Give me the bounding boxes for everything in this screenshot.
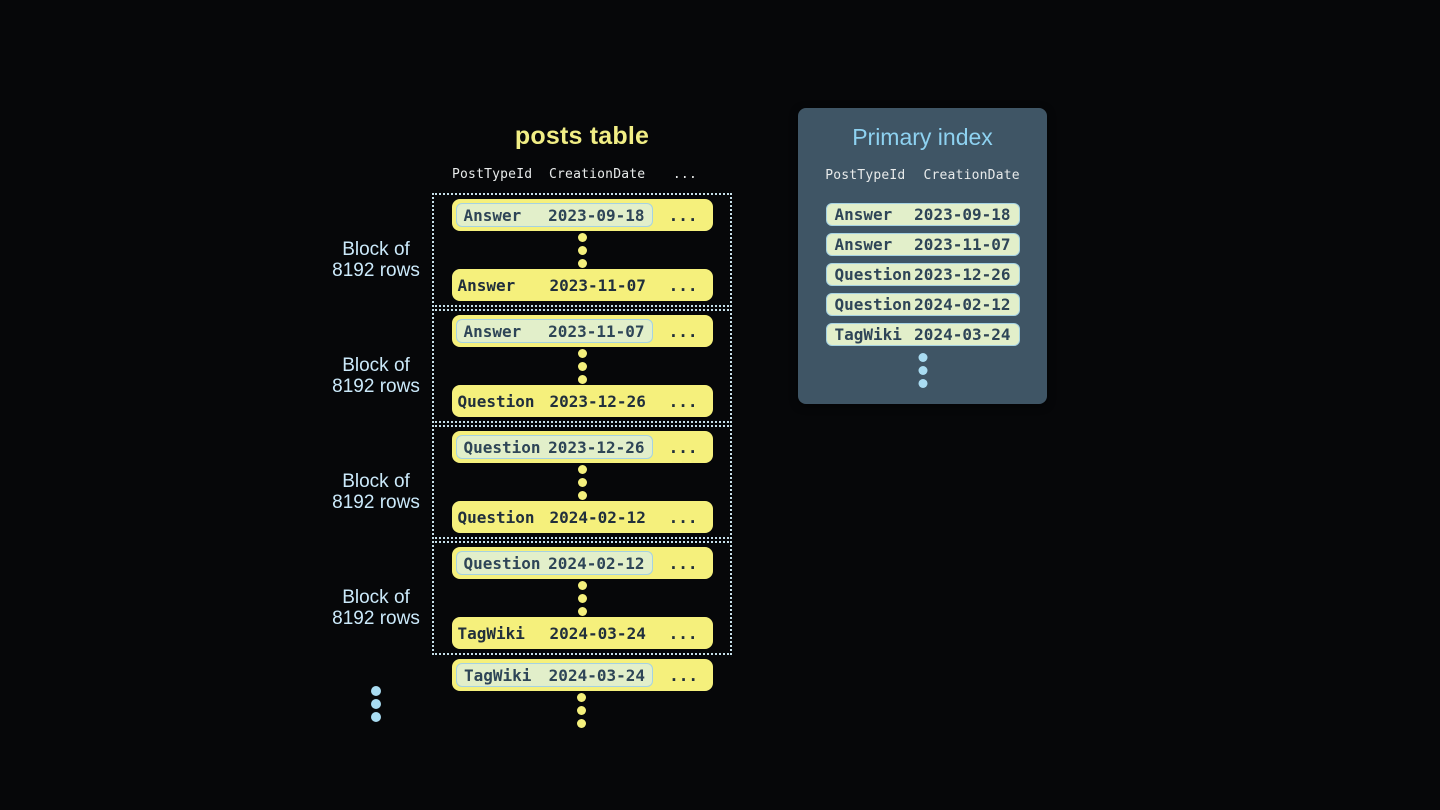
post-type-cell: Question [834, 295, 912, 314]
table-row: TagWiki 2024-03-24 ... [452, 659, 713, 691]
row-more-ellipsis: ... [668, 275, 698, 295]
post-type-cell: Answer [457, 275, 516, 295]
creationdate-column-header: CreationDate [923, 168, 1020, 183]
posttypeid-column-header: PostTypeId [825, 168, 906, 183]
row-more-ellipsis: ... [668, 507, 698, 527]
post-type-cell: TagWiki [834, 325, 902, 344]
primary-index-panel: Primary index PostTypeId CreationDate An… [798, 108, 1047, 404]
vertical-ellipsis-icon [577, 580, 587, 616]
creation-date-cell: 2024-03-24 [549, 623, 646, 643]
primary-index-title: Primary index [852, 124, 993, 150]
creation-date-cell: 2023-09-18 [914, 205, 1011, 224]
row-block-3: Question 2023-12-26 ... Question 2024-02… [432, 425, 732, 539]
table-row: Question 2024-02-12 ... [451, 501, 713, 533]
creation-date-cell: 2024-02-12 [914, 295, 1011, 314]
vertical-ellipsis-icon [577, 232, 587, 268]
block-size-label: Block of 8192 rows [301, 355, 451, 397]
index-entry: Answer 2023-09-18 [825, 203, 1020, 226]
vertical-ellipsis-icon [577, 464, 587, 500]
post-type-cell: Answer [834, 235, 893, 254]
creationdate-column-header: CreationDate [549, 167, 646, 182]
creation-date-cell: 2024-02-12 [548, 553, 645, 573]
indexed-entry-highlight: Question 2023-12-26 [455, 435, 653, 459]
row-block-4: Question 2024-02-12 ... TagWiki 2024-03-… [432, 541, 732, 655]
vertical-ellipsis-icon [577, 348, 587, 384]
creation-date-cell: 2023-09-18 [548, 205, 645, 225]
more-rows-ellipsis-icon [577, 693, 586, 728]
more-columns-ellipsis: ... [672, 167, 697, 182]
block-size-label: Block of 8192 rows [301, 239, 451, 281]
post-type-cell: Question [463, 437, 541, 457]
post-type-cell: Answer [463, 205, 522, 225]
row-more-ellipsis: ... [668, 623, 698, 643]
creation-date-cell: 2024-03-24 [548, 665, 645, 685]
block-size-label-line1: Block of [342, 239, 410, 260]
row-more-ellipsis: ... [669, 665, 698, 685]
row-block-2: Answer 2023-11-07 ... Question 2023-12-2… [432, 309, 732, 423]
more-blocks-ellipsis-icon [371, 686, 381, 722]
table-row: Question 2023-12-26 ... [451, 385, 713, 417]
row-more-ellipsis: ... [668, 205, 698, 225]
block-size-label: Block of 8192 rows [301, 587, 451, 629]
table-row: Question 2024-02-12 ... [451, 547, 713, 579]
posts-table-title: posts table [514, 122, 650, 150]
indexed-entry-highlight: Question 2024-02-12 [455, 551, 653, 575]
table-row: Answer 2023-11-07 ... [451, 315, 713, 347]
post-type-cell: Question [834, 265, 912, 284]
block-size-label-line2: 8192 rows [332, 608, 420, 629]
creation-date-cell: 2023-11-07 [549, 275, 646, 295]
creation-date-cell: 2023-12-26 [548, 437, 645, 457]
block-size-label-line1: Block of [342, 471, 410, 492]
index-entry: Question 2023-12-26 [825, 263, 1020, 286]
creation-date-cell: 2023-12-26 [549, 391, 646, 411]
table-row: TagWiki 2024-03-24 ... [451, 617, 713, 649]
creation-date-cell: 2023-11-07 [914, 235, 1011, 254]
post-type-cell: Answer [463, 321, 522, 341]
index-entry: TagWiki 2024-03-24 [825, 323, 1020, 346]
posttypeid-column-header: PostTypeId [452, 167, 533, 182]
block-size-label-line2: 8192 rows [332, 260, 420, 281]
creation-date-cell: 2023-11-07 [548, 321, 645, 341]
creation-date-cell: 2024-03-24 [914, 325, 1011, 344]
block-size-label-line2: 8192 rows [332, 492, 420, 513]
block-size-label-line2: 8192 rows [332, 376, 420, 397]
creation-date-cell: 2023-12-26 [914, 265, 1011, 284]
index-entry: Answer 2023-11-07 [825, 233, 1020, 256]
more-entries-ellipsis-icon [918, 353, 927, 388]
row-more-ellipsis: ... [668, 321, 698, 341]
table-row: Answer 2023-11-07 ... [451, 269, 713, 301]
indexed-entry-highlight: Answer 2023-11-07 [455, 319, 653, 343]
row-more-ellipsis: ... [668, 391, 698, 411]
creation-date-cell: 2024-02-12 [549, 507, 646, 527]
primary-index-column-headers: PostTypeId CreationDate [798, 168, 1047, 183]
posts-table-column-headers: PostTypeId CreationDate ... [452, 167, 713, 182]
indexed-entry-highlight: TagWiki 2024-03-24 [456, 663, 653, 687]
block-size-label-line1: Block of [342, 587, 410, 608]
post-type-cell: Answer [834, 205, 893, 224]
post-type-cell: TagWiki [464, 665, 532, 685]
row-more-ellipsis: ... [668, 437, 698, 457]
index-entry: Question 2024-02-12 [825, 293, 1020, 316]
post-type-cell: TagWiki [457, 623, 525, 643]
post-type-cell: Question [457, 391, 535, 411]
block-size-label-line1: Block of [342, 355, 410, 376]
block-size-label: Block of 8192 rows [301, 471, 451, 513]
post-type-cell: Question [463, 553, 541, 573]
primary-index-entries: Answer 2023-09-18 Answer 2023-11-07 Ques… [798, 203, 1047, 346]
table-row: Answer 2023-09-18 ... [451, 199, 713, 231]
row-block-1: Answer 2023-09-18 ... Answer 2023-11-07 … [432, 193, 732, 307]
indexed-entry-highlight: Answer 2023-09-18 [455, 203, 653, 227]
post-type-cell: Question [457, 507, 535, 527]
table-row: Question 2023-12-26 ... [451, 431, 713, 463]
row-more-ellipsis: ... [668, 553, 698, 573]
